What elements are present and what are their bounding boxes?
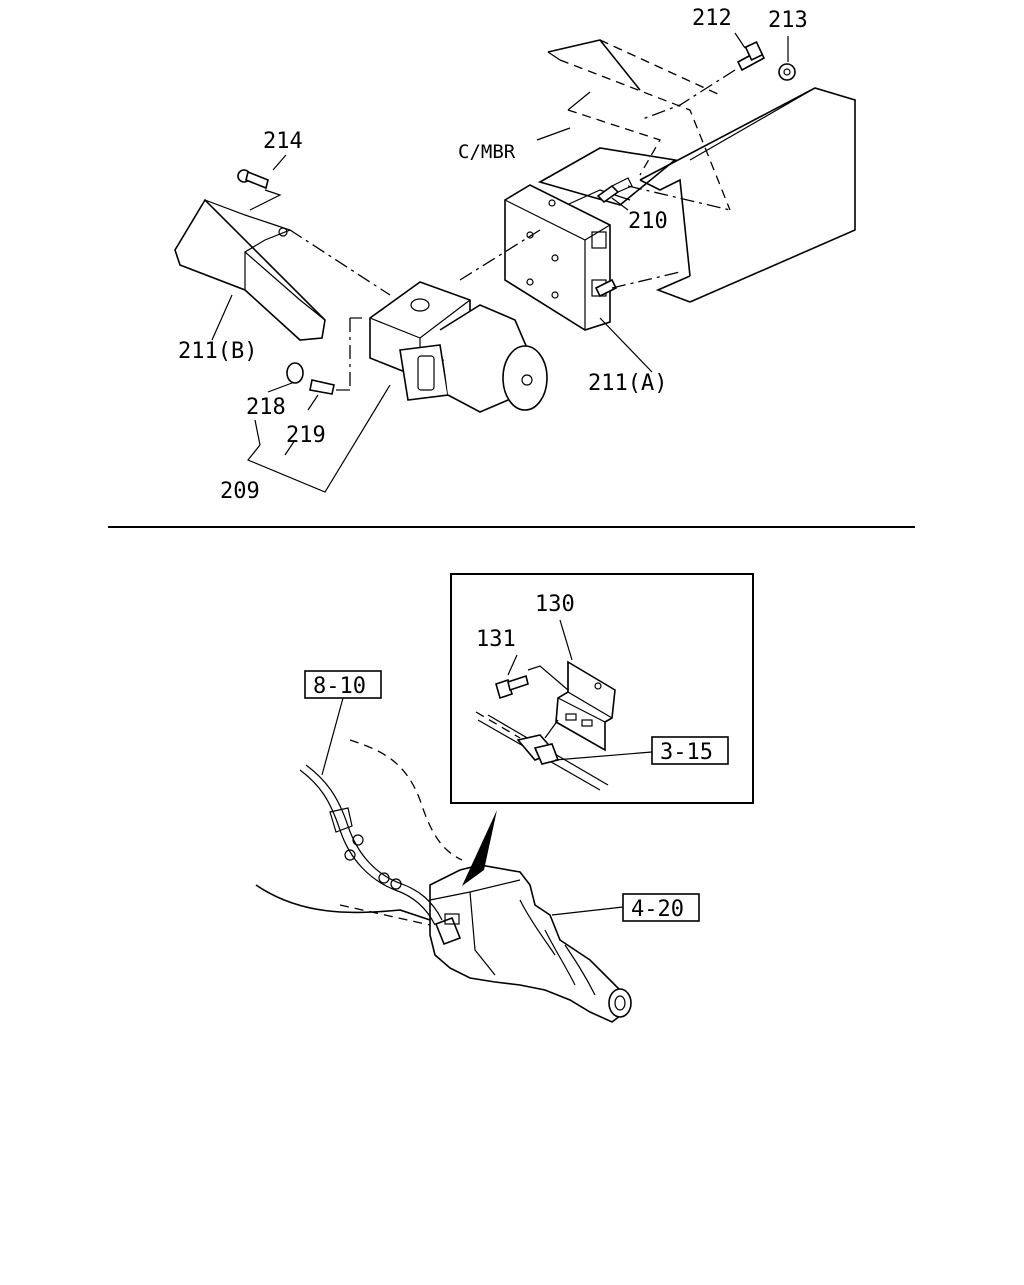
leader-4-20 [551, 906, 624, 916]
callout-211a: 211(A) [588, 371, 667, 396]
wiring-harness [299, 764, 443, 926]
ref-8-10-label: 8-10 [313, 674, 366, 699]
callout-209: 209 [220, 479, 260, 504]
callout-212: 212 [692, 6, 732, 31]
bolt-210 [594, 177, 633, 298]
callout-cmbr: C/MBR [458, 141, 516, 163]
callout-131: 131 [476, 627, 516, 652]
leader-8-10 [321, 697, 344, 776]
top-leader-lines [211, 32, 789, 493]
ref-3-15-label: 3-15 [660, 740, 713, 765]
inset-pointer [462, 810, 497, 886]
transmission-assembly [255, 739, 632, 1023]
nut-213 [778, 63, 796, 81]
cmbr-bracket [537, 147, 677, 209]
ref-box-8-10[interactable]: 8-10 [304, 670, 382, 699]
washer-218 [286, 362, 304, 384]
callout-214: 214 [263, 129, 303, 154]
bolt-212 [736, 41, 766, 72]
detail-inset [450, 573, 754, 804]
callout-210: 210 [628, 209, 668, 234]
callout-211b: 211(B) [178, 339, 257, 364]
callout-130: 130 [535, 592, 575, 617]
callout-218: 218 [246, 395, 286, 420]
callout-219: 219 [286, 423, 326, 448]
ref-4-20-label: 4-20 [631, 897, 684, 922]
cross-member-beam [547, 39, 856, 303]
bolt-219 [309, 379, 335, 395]
cover-211b [174, 198, 326, 341]
bolt-214 [237, 169, 269, 190]
modulator-unit-209 [369, 281, 548, 413]
ref-box-4-20[interactable]: 4-20 [622, 893, 700, 922]
ref-box-3-15[interactable]: 3-15 [651, 736, 729, 765]
callout-213: 213 [768, 8, 808, 33]
bracket-211a [504, 184, 611, 331]
